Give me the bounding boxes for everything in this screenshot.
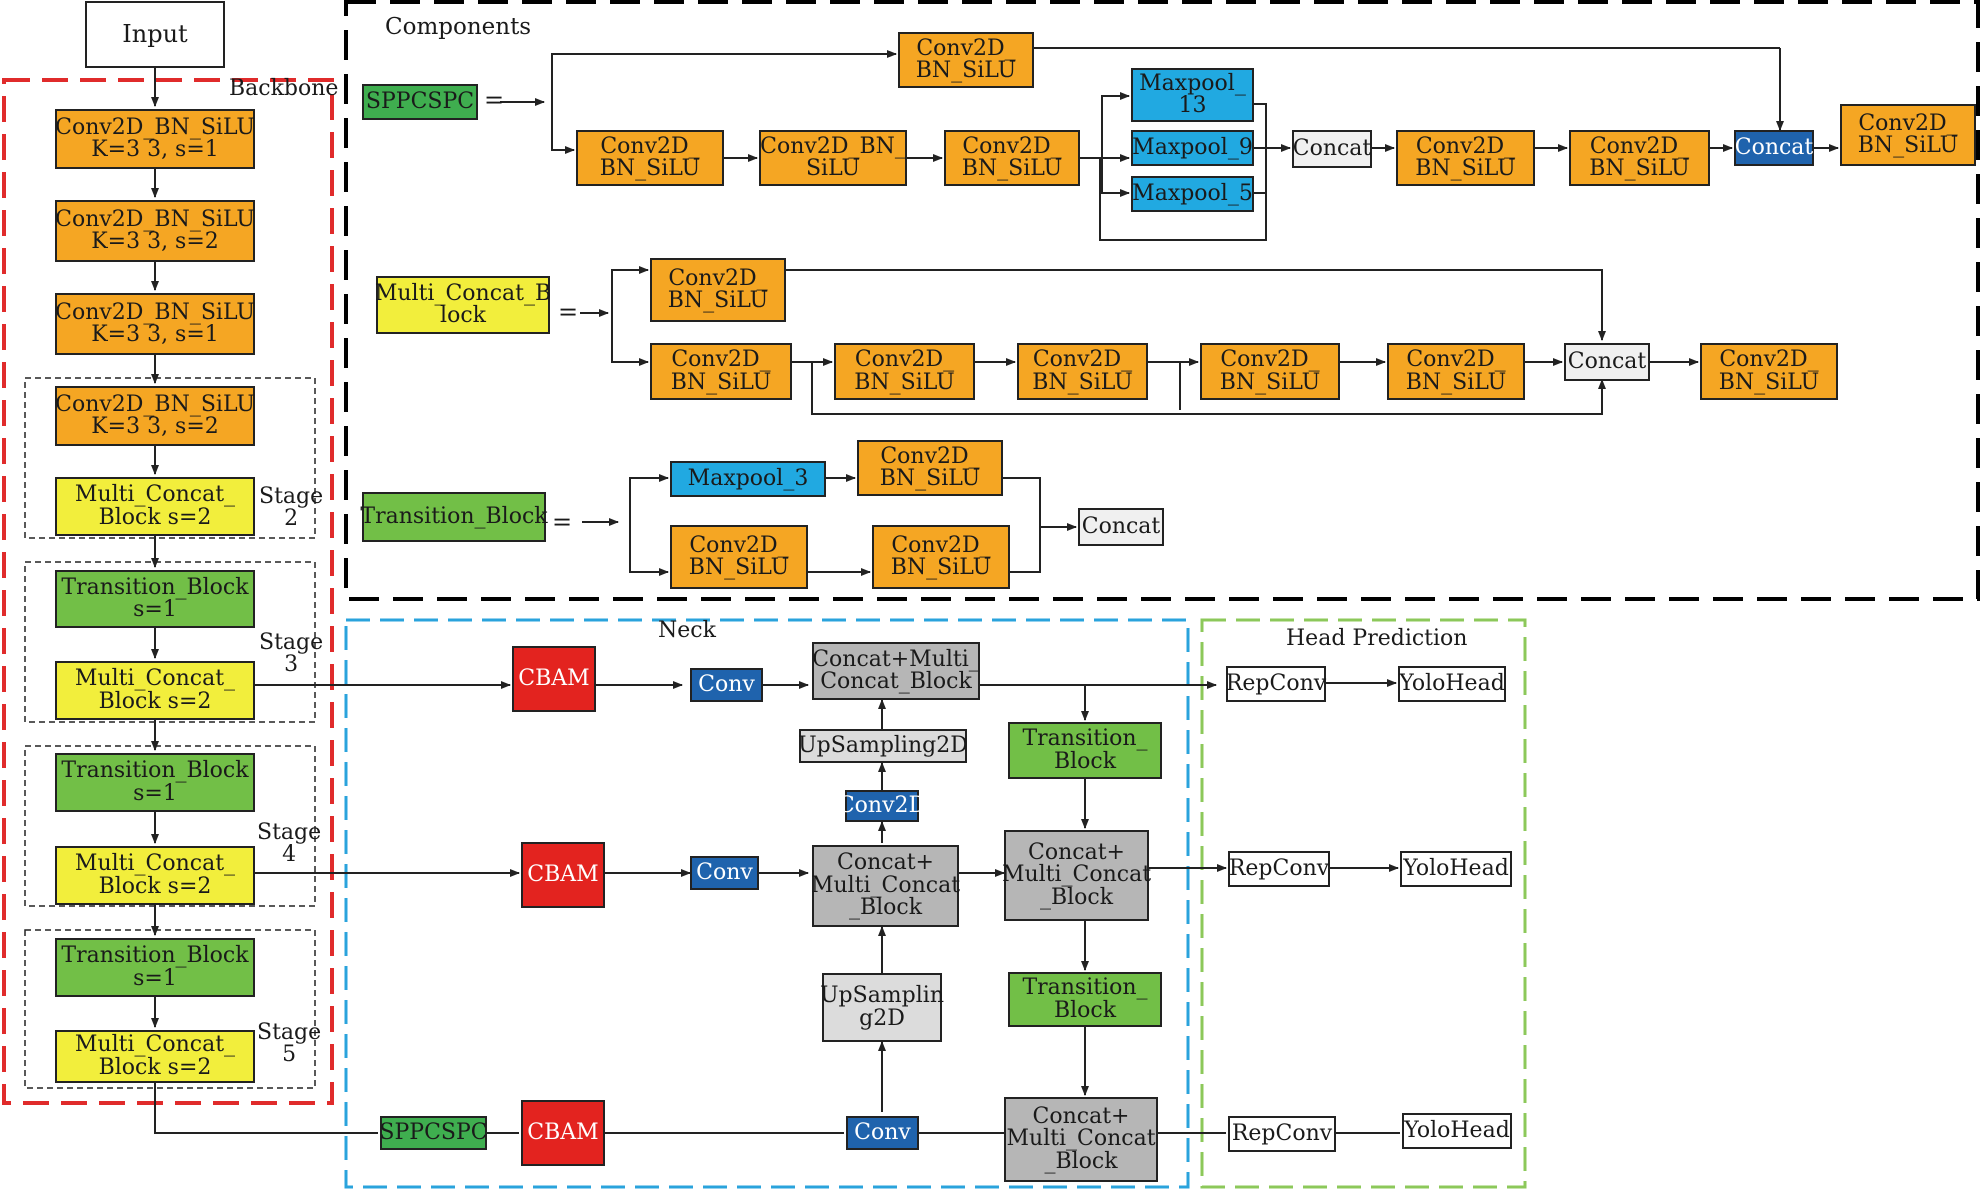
mcb-conv-4: Conv2D_ BN_SiLU: [1200, 343, 1340, 400]
sppcspc-component-label: SPPCSPC: [362, 84, 478, 120]
backbone-transition-block-stage3: Transition_Block s=1: [55, 570, 255, 628]
sppcspc-maxpool-9: Maxpool_9: [1131, 130, 1254, 166]
head-repconv-1: RepConv: [1226, 666, 1326, 702]
neck-transition-block-1: Transition_ Block: [1008, 722, 1162, 779]
mcb-output-conv: Conv2D_ BN_SiLU: [1700, 343, 1838, 400]
neck-concat-multi-concat-block-3: Concat+ Multi_Concat _Block: [1002, 830, 1151, 921]
backbone-multi-concat-block-stage2: Multi_Concat_ Block s=2: [55, 477, 255, 536]
backbone-conv2d-bn-silu-3: Conv2D_BN_SiLU K=3 3, s=1: [55, 293, 255, 355]
stage2-label: Stage 2: [259, 484, 324, 532]
backbone-title: Backbone: [229, 76, 339, 101]
head-region-border: [1200, 618, 1527, 1189]
backbone-conv2d-bn-silu-2: Conv2D_BN_SiLU K=3 3, s=2: [55, 200, 255, 262]
neck-sppcspc: SPPCSPC: [379, 1116, 488, 1150]
components-region-border: [344, 0, 1980, 601]
head-yolohead-2: YoloHead: [1400, 851, 1512, 887]
neck-title: Neck: [658, 618, 716, 643]
neck-cbam-1: CBAM: [512, 646, 596, 712]
tb-conv-1: Conv2D_ BN_SiLU: [670, 525, 808, 589]
stage5-label: Stage 5: [257, 1020, 322, 1068]
sppcspc-conv-1: Conv2D_ BN_SiLU: [576, 130, 724, 186]
neck-upsampling2d-1: UpSampling2D: [798, 729, 968, 763]
backbone-transition-block-stage5: Transition_Block s=1: [55, 938, 255, 997]
components-title: Components: [385, 14, 532, 40]
stage3-border: [24, 561, 316, 723]
sppcspc-equals: =: [484, 86, 505, 114]
tb-equals: =: [552, 508, 573, 536]
sppcspc-conv-3: Conv2D_ BN_SiLU: [944, 130, 1080, 186]
backbone-multi-concat-block-stage5: Multi_Concat_ Block s=2: [55, 1030, 255, 1083]
mcb-equals: =: [558, 298, 579, 326]
backbone-conv2d-bn-silu-1: Conv2D_BN_SiLU K=3 3, s=1: [55, 109, 255, 169]
neck-upsampling2d-2: UpSamplin g2D: [820, 973, 944, 1042]
backbone-conv2d-bn-silu-4: Conv2D_BN_SiLU K=3 3, s=2: [55, 386, 255, 446]
sppcspc-conv-2: Conv2D_BN_ SiLU: [759, 130, 907, 186]
mcb-conv-3: Conv2D_ BN_SiLU: [1017, 343, 1148, 400]
mcb-top-conv: Conv2D_ BN_SiLU: [650, 258, 786, 322]
neck-concat-multi-concat-block-1: Concat+Multi_ Concat_Block: [812, 642, 980, 700]
sppcspc-conv-5: Conv2D_ BN_SiLU: [1569, 130, 1710, 186]
sppcspc-output-conv: Conv2D_ BN_SiLU: [1840, 104, 1976, 166]
tb-concat: Concat: [1078, 508, 1164, 546]
sppcspc-conv-4: Conv2D_ BN_SiLU: [1396, 130, 1535, 186]
backbone-transition-block-stage4: Transition_Block s=1: [55, 753, 255, 812]
head-title: Head Prediction: [1286, 626, 1468, 651]
head-repconv-3: RepConv: [1228, 1116, 1336, 1152]
neck-transition-block-2: Transition_ Block: [1008, 972, 1162, 1027]
neck-conv-1: Conv: [690, 668, 763, 702]
sppcspc-concat-1: Concat: [1292, 130, 1372, 168]
neck-cbam-2: CBAM: [521, 842, 605, 908]
mcb-conv-2: Conv2D_ BN_SiLU: [834, 343, 975, 400]
sppcspc-concat-2: Concat: [1734, 130, 1814, 166]
stage4-border: [24, 745, 316, 907]
neck-conv-2: Conv: [690, 856, 759, 890]
stage5-border: [24, 929, 316, 1089]
sppcspc-maxpool-5: Maxpool_5: [1131, 176, 1254, 212]
neck-cbam-3: CBAM: [521, 1100, 605, 1166]
neck-conv2d: Conv2D: [838, 790, 926, 822]
head-yolohead-1: YoloHead: [1398, 666, 1506, 702]
stage4-label: Stage 4: [257, 820, 322, 868]
input-node: Input: [85, 1, 225, 68]
stage2-border: [24, 377, 316, 539]
backbone-multi-concat-block-stage3: Multi_Concat_ Block s=2: [55, 661, 255, 720]
backbone-region-border: [2, 78, 334, 1105]
tb-maxpool-conv: Conv2D_ BN_SiLU: [857, 440, 1003, 496]
sppcspc-top-conv: Conv2D_ BN_SiLU: [898, 32, 1034, 88]
stage3-label: Stage 3: [259, 630, 324, 678]
mcb-concat: Concat: [1564, 343, 1650, 381]
backbone-multi-concat-block-stage4: Multi_Concat_ Block s=2: [55, 846, 255, 905]
neck-conv-3: Conv: [846, 1116, 919, 1150]
tb-conv-2: Conv2D_ BN_SiLU: [872, 525, 1010, 589]
head-repconv-2: RepConv: [1228, 851, 1330, 887]
mcb-conv-5: Conv2D_ BN_SiLU: [1387, 343, 1525, 400]
head-yolohead-3: YoloHead: [1402, 1113, 1512, 1149]
tb-component-label: Transition_Block: [360, 492, 548, 542]
tb-maxpool-3: Maxpool_3: [670, 461, 826, 497]
neck-concat-multi-concat-block-2: Concat+ Multi_Concat _Block: [811, 845, 960, 927]
neck-region-border: [344, 618, 1190, 1189]
mcb-conv-1: Conv2D_ BN_SiLU: [650, 343, 792, 400]
neck-concat-multi-concat-block-4: Concat+ Multi_Concat _Block: [1004, 1097, 1158, 1182]
mcb-component-label: Multi_Concat_B lock: [375, 276, 551, 334]
sppcspc-maxpool-13: Maxpool_ 13: [1131, 68, 1254, 122]
